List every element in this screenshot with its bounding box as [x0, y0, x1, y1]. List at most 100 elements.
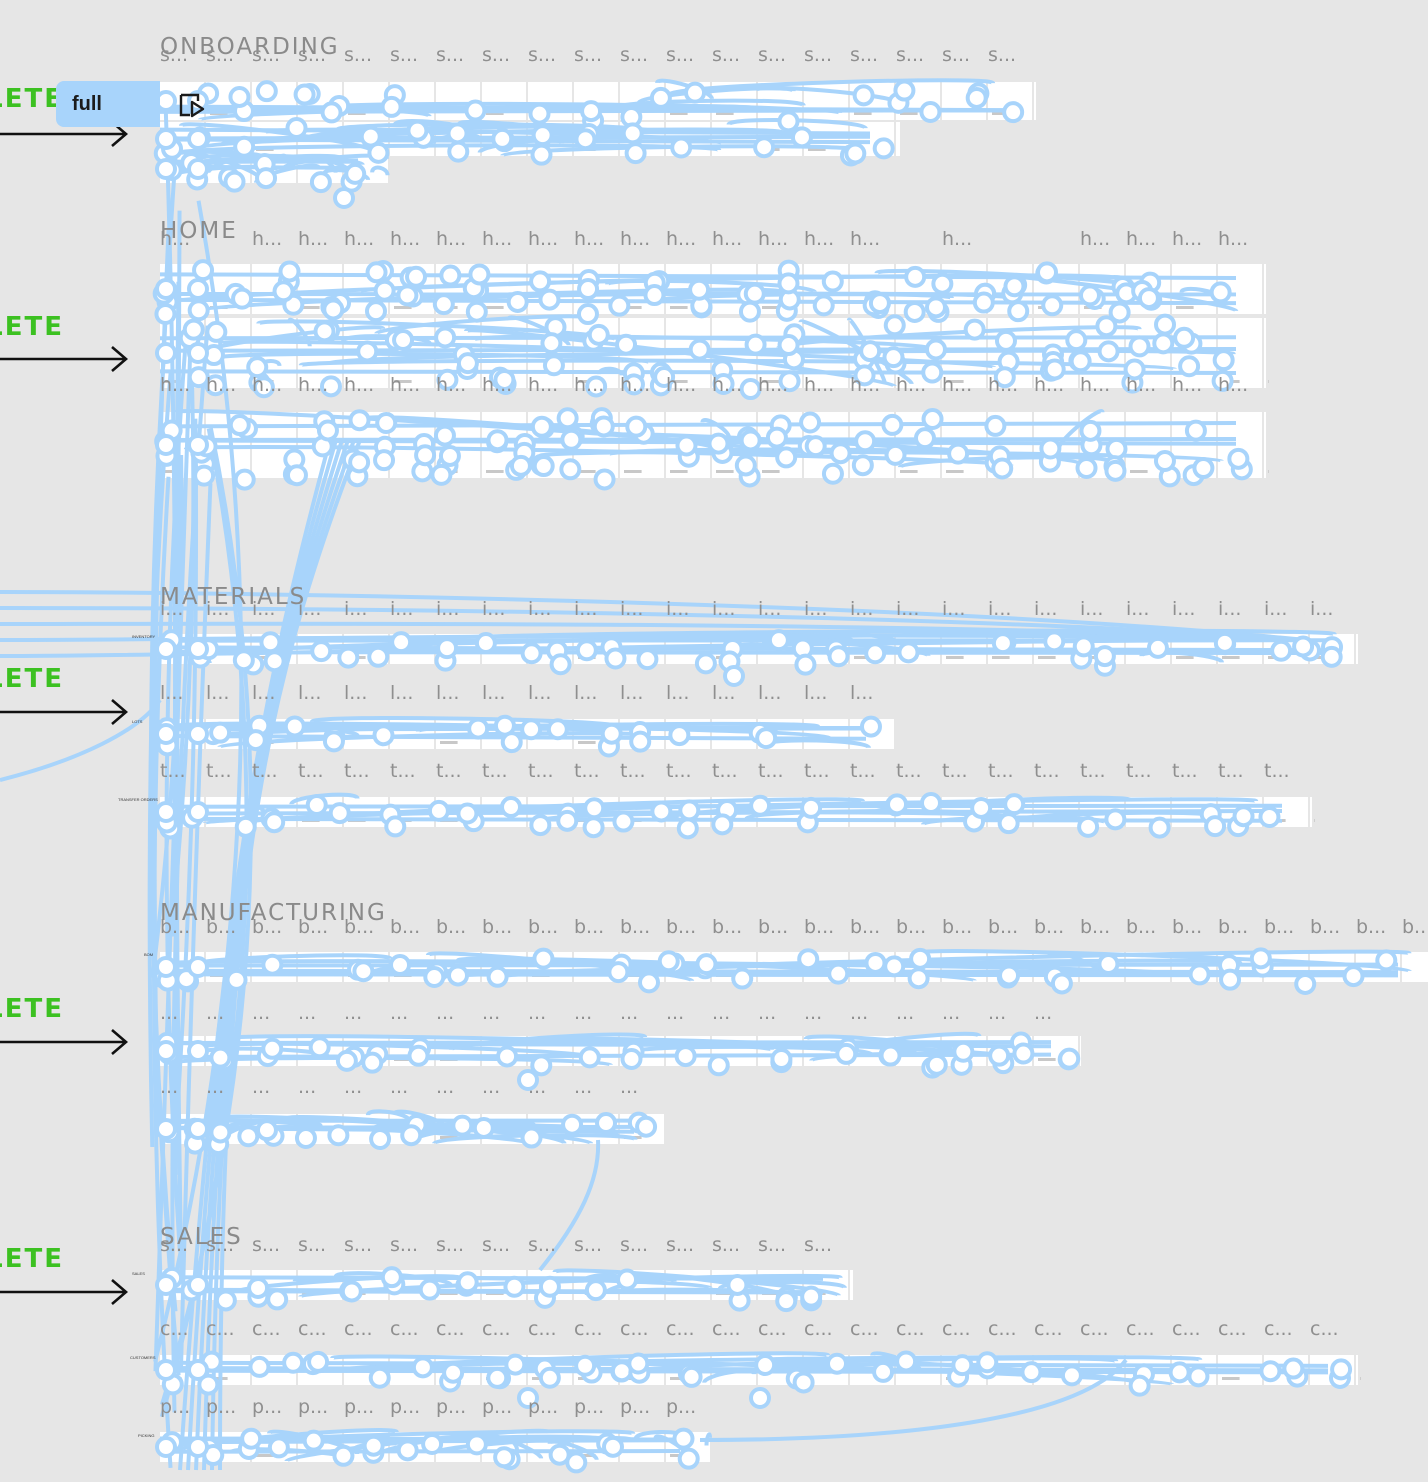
connection-node	[464, 99, 487, 122]
screen-label: s...	[344, 44, 373, 66]
connection-node	[155, 1436, 177, 1458]
screen-label: i...	[896, 598, 920, 620]
connection-node	[893, 79, 916, 102]
connection-node	[447, 140, 470, 163]
frame-thumb-detail	[1268, 470, 1269, 473]
screen-label: h...	[988, 374, 1019, 396]
screen-label: b...	[896, 916, 927, 938]
screen-label: ...	[344, 1076, 363, 1098]
connection-node	[821, 270, 844, 293]
frame-thumb-detail	[394, 380, 412, 383]
connection-node	[155, 1359, 177, 1381]
screen-label: s...	[252, 44, 281, 66]
connection-node	[859, 715, 882, 738]
connection-node	[1020, 1361, 1043, 1384]
connection-node	[859, 340, 882, 363]
connection-node	[595, 1112, 618, 1135]
screen-label: i...	[436, 598, 460, 620]
prototype-connection	[159, 421, 1237, 429]
screen-label: s...	[160, 1234, 189, 1256]
connection-node	[337, 646, 360, 669]
connection-node	[228, 414, 251, 437]
screen-label: ...	[344, 1002, 363, 1024]
connection-node	[672, 1427, 695, 1450]
connection-node	[753, 136, 776, 159]
connection-node	[765, 426, 788, 449]
connection-node	[192, 259, 215, 282]
connection-node	[707, 1054, 730, 1077]
screen-label: t...	[666, 760, 692, 782]
screen-label: b...	[574, 916, 605, 938]
connection-node	[1258, 806, 1281, 829]
connection-node	[352, 960, 375, 983]
section-arrow-icon	[0, 699, 128, 725]
screen-label: c...	[160, 1318, 189, 1340]
screen-label: i...	[1080, 598, 1104, 620]
connection-node	[285, 464, 308, 487]
connection-node	[952, 1040, 975, 1063]
prototype-connection	[159, 968, 1399, 975]
connection-node	[1128, 1374, 1151, 1397]
screen-label: c...	[1264, 1318, 1293, 1340]
connection-node	[1270, 639, 1293, 662]
connection-node	[319, 375, 342, 398]
screen-label: ...	[482, 1002, 501, 1024]
connection-node	[223, 170, 246, 193]
screen-label: h...	[804, 228, 835, 250]
screen-label: c...	[1126, 1318, 1155, 1340]
connection-node	[232, 649, 255, 672]
connection-node	[821, 462, 844, 485]
screen-label: b...	[1356, 916, 1387, 938]
screen-frame-234	[1080, 1036, 1081, 1066]
screen-label: i...	[1264, 598, 1288, 620]
connection-node	[1123, 358, 1146, 381]
connection-node	[739, 378, 762, 401]
screen-label: ...	[620, 1076, 639, 1098]
connection-node	[584, 1279, 607, 1302]
screen-frame-91	[1264, 318, 1266, 388]
screen-label: c...	[620, 1318, 649, 1340]
connection-node	[430, 463, 453, 486]
flow-start-badge[interactable]: full	[56, 81, 205, 127]
connection-node	[362, 1434, 385, 1457]
connection-node	[1007, 300, 1030, 323]
screen-label: c...	[988, 1318, 1017, 1340]
connection-node	[574, 1354, 597, 1377]
frame-thumb-detail	[854, 656, 872, 659]
play-flow-icon[interactable]	[178, 91, 206, 124]
connection-node	[540, 332, 563, 355]
section-arrows	[0, 121, 128, 1305]
frame-thumb-detail	[1360, 1377, 1361, 1380]
connection-node	[309, 171, 332, 194]
connection-node	[405, 265, 428, 288]
connection-node	[688, 278, 711, 301]
section-title-onboarding: ONBOARDING	[160, 34, 340, 60]
screen-label: h...	[1080, 228, 1111, 250]
screen-label: ...	[804, 1002, 823, 1024]
connection-node	[233, 135, 256, 158]
frame-thumb-detail	[670, 380, 688, 383]
connection-node	[531, 124, 554, 147]
connection-node	[451, 1114, 474, 1137]
screen-label: t...	[988, 760, 1014, 782]
connection-node	[255, 167, 278, 190]
connection-node	[267, 1436, 290, 1459]
screen-label: h...	[390, 374, 421, 396]
connection-node	[486, 1366, 509, 1389]
frame-thumb-detail	[808, 148, 826, 151]
connection-node	[577, 278, 600, 301]
screen-label: i...	[942, 598, 966, 620]
screen-frame-66	[1264, 264, 1266, 314]
prototype-connection	[173, 418, 199, 1145]
screen-label: b...	[436, 916, 467, 938]
frame-thumb-detail	[670, 306, 688, 309]
connection-node	[790, 126, 813, 149]
connection-node	[225, 968, 248, 991]
connection-node	[187, 801, 209, 823]
connection-node	[538, 288, 561, 311]
connection-node	[583, 797, 606, 820]
screen-label: h...	[942, 228, 973, 250]
screen-label: l...	[160, 682, 184, 704]
screen-label: b...	[758, 916, 789, 938]
